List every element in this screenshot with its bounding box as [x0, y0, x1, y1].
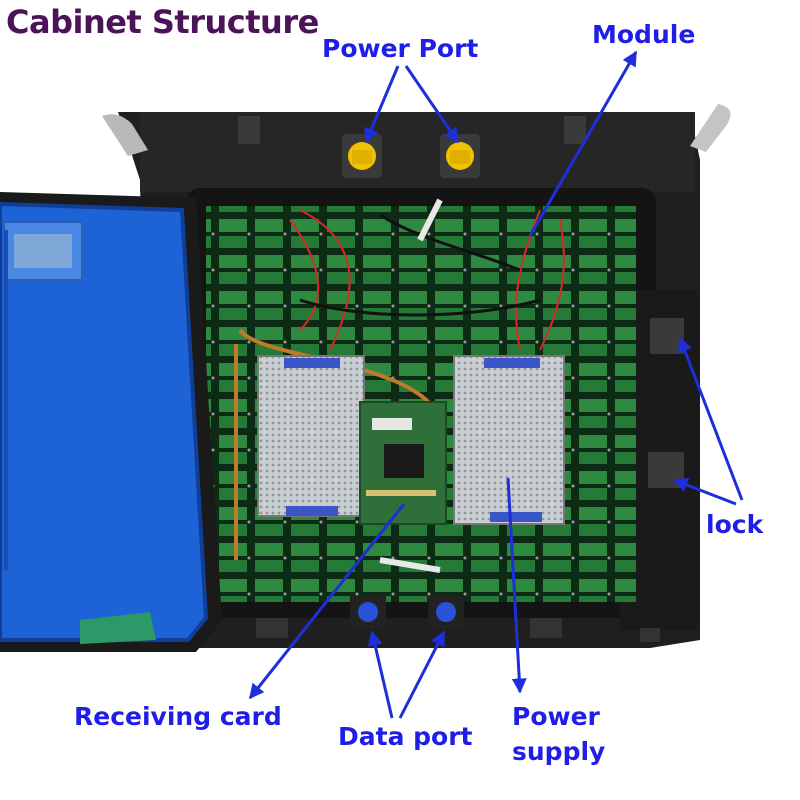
label-module: Module — [592, 20, 696, 49]
power-port-connectors — [342, 134, 480, 178]
arrow-power-port-left — [364, 65, 400, 144]
diagram-title: Cabinet Structure — [6, 3, 319, 41]
cabinet-cover — [0, 192, 222, 652]
arrows — [248, 50, 744, 719]
label-receiving-card: Receiving card — [74, 702, 282, 731]
arrow-module — [528, 50, 638, 237]
arrow-lock-upper — [677, 336, 744, 501]
arrow-receiving-card — [248, 503, 406, 700]
data-port-connectors — [350, 596, 464, 628]
label-power-supply-line1: Power — [512, 702, 600, 731]
arrow-lock-lower — [672, 477, 737, 506]
arrow-data-port-left — [367, 630, 394, 719]
label-power-supply-line2: supply — [512, 737, 606, 766]
arrow-power-supply — [506, 477, 527, 694]
label-lock: lock — [706, 510, 764, 539]
arrow-data-port-right — [398, 630, 446, 719]
arrow-power-port-right — [404, 65, 460, 144]
label-data-port: Data port — [338, 722, 473, 751]
label-power-port: Power Port — [322, 34, 479, 63]
label-power-supply: Power supply — [512, 704, 605, 764]
